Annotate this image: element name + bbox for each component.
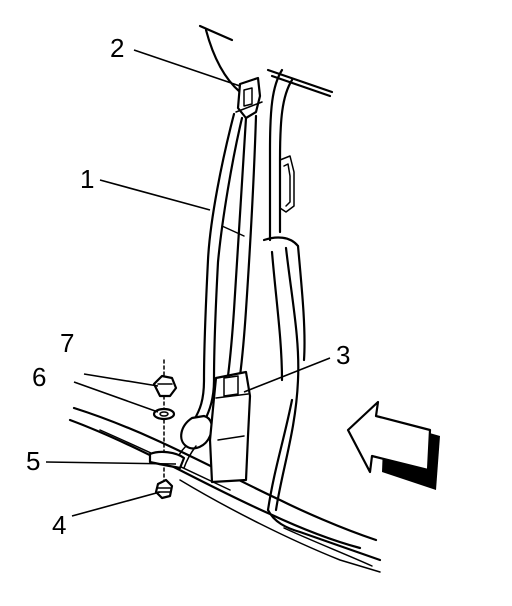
callout-2: 2	[110, 33, 124, 63]
buckle-stalk	[208, 370, 252, 484]
callout-6: 6	[32, 362, 46, 392]
b-pillar	[198, 24, 334, 512]
upper-anchor	[235, 76, 263, 120]
anchor-hardware	[148, 359, 186, 500]
direction-arrow-icon	[346, 400, 440, 490]
callout-5: 5	[26, 446, 40, 476]
callout-3: 3	[336, 340, 350, 370]
leader-lines	[45, 49, 331, 517]
belt-webbing	[173, 112, 258, 469]
floor-sill	[68, 406, 382, 573]
callout-7: 7	[60, 328, 74, 358]
callout-1: 1	[80, 164, 94, 194]
callout-4: 4	[52, 510, 66, 540]
